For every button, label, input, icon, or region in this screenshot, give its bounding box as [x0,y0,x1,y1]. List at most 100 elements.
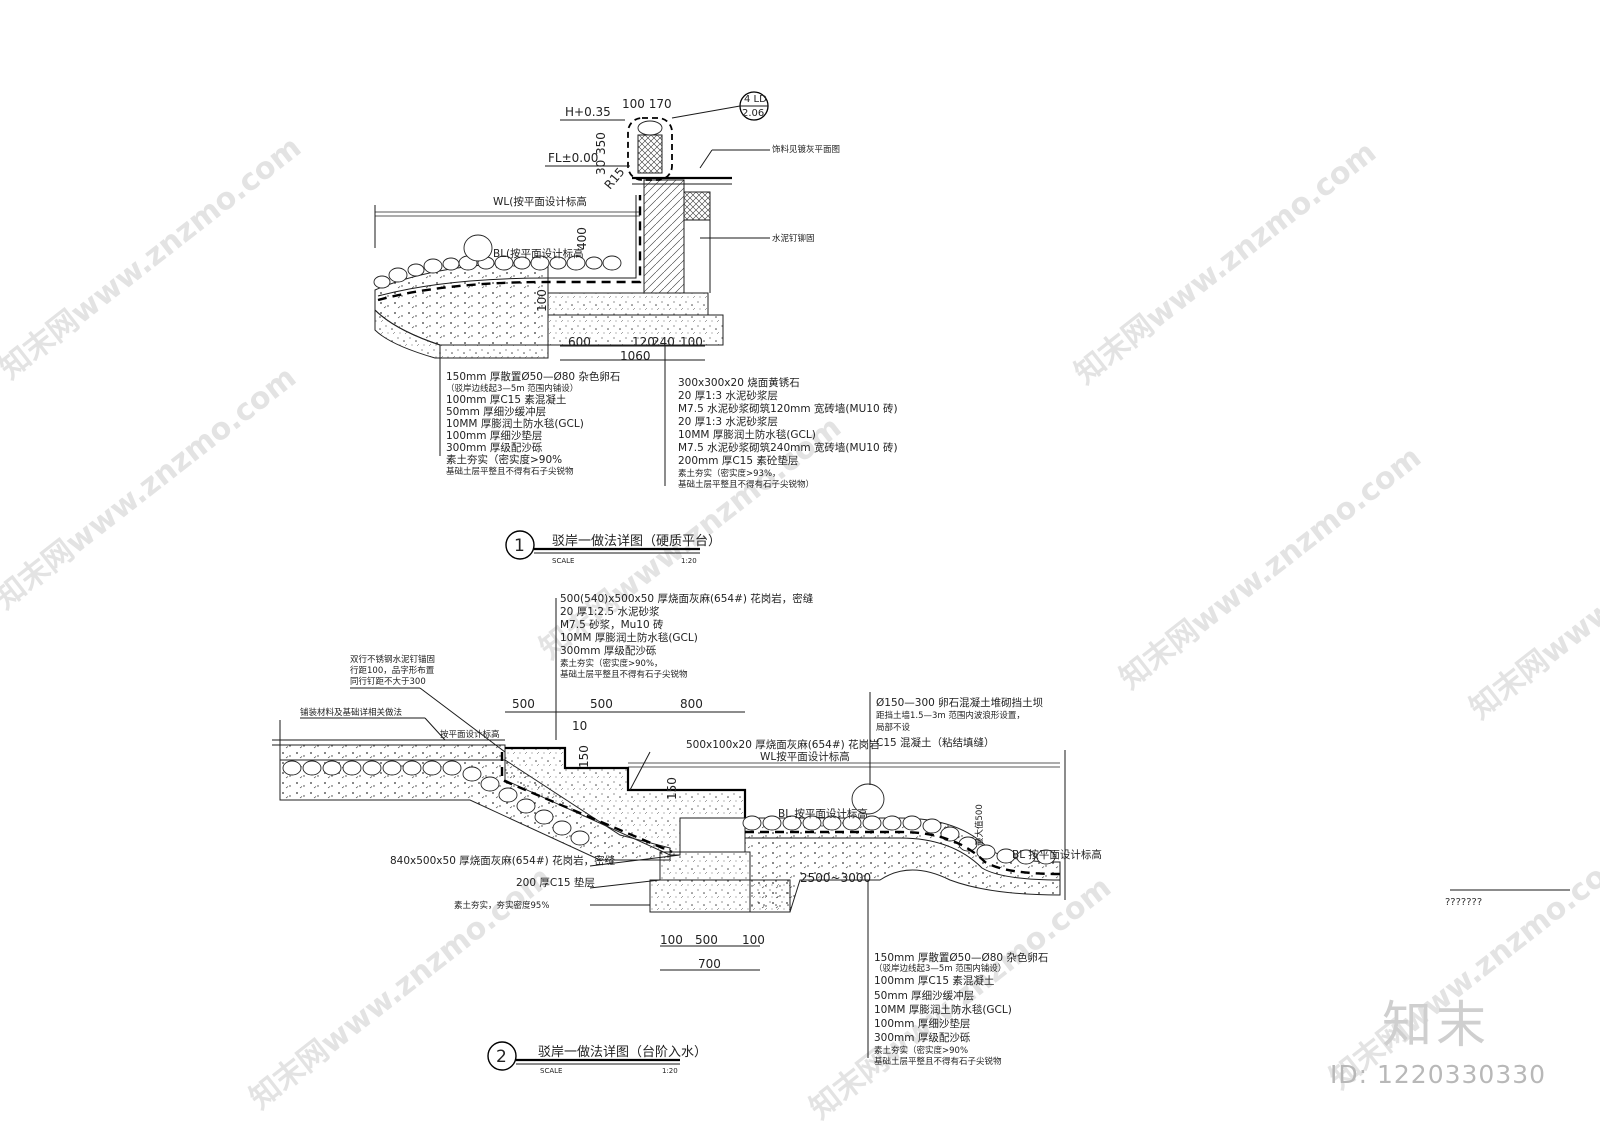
note-line: 200mm 厚C15 素砼垫层 [678,454,798,467]
c15-base-slab [547,292,709,316]
note-line: 素土夯实（密实度>90% [874,1045,968,1056]
brick-wall [643,179,685,294]
note-line: 素土夯实（密实度>90%， [560,658,663,669]
note-line: 10MM 厚膨润土防水毯(GCL) [560,631,698,644]
image-id: ID: 1220330330 [1330,1060,1547,1089]
gcl-liner [745,830,1061,876]
dim-100: 100 [535,289,549,312]
pebble-row [373,234,622,289]
note-line: M7.5 砂浆，Mu10 砖 [560,618,664,631]
mortar-layer [279,744,506,761]
detail-title: 驳岸一做法详图（硬质平台） [552,534,721,549]
bollard-post [637,134,663,174]
note-line: 按平面设计标高 [440,729,500,740]
boulder [851,783,885,815]
bottom-left-notes: 840x500x50 厚烧面灰麻(654#) 花岗岩，密缝 200 厚C15 垫… [390,854,616,911]
watermark: 知末网www.znzmo.com [1113,440,1428,697]
compacted-soil [374,308,549,359]
note-line: 300mm 厚级配沙砾 [874,1031,971,1044]
note-line: 500(540)x500x50 厚烧面灰麻(654#) 花岗岩，密缝 [560,592,814,605]
note-line: 10MM 厚膨润土防水毯(GCL) [446,417,584,430]
watermark: 知末网www.znzmo.com [1463,470,1600,727]
bottom-dim: 100 [660,933,683,947]
watermark: 知末网www.znzmo.com [0,360,303,617]
note-line: 素土夯实（密实度>93%， [678,468,781,479]
leader [424,717,446,741]
wl-label: WL按平面设计标高 [760,750,850,763]
note-line: 10MM 厚膨润土防水毯(GCL) [678,428,816,441]
dim-top: 100 170 [622,97,672,111]
range-dim: 2500~3000 [800,871,871,885]
note-line: 基础土层平整且不得有石子尖锐物 [446,466,574,477]
note-line: 100mm 厚细沙垫层 [446,429,542,442]
note-line: 双行不锈钢水泥钉锚固 [350,654,435,665]
leader [699,149,713,169]
note-line: 150mm 厚散置Ø50—Ø80 杂色卵石 [446,370,620,383]
stair-tread-line [505,746,747,818]
detail-title: 驳岸一做法详图（台阶入水） [538,1045,707,1060]
note-line: M7.5 水泥砂浆砌筑120mm 宽砖墙(MU10 砖) [678,402,898,415]
note-line: 基础土层平整且不得有石子尖锐物 [874,1056,1002,1067]
leader [671,105,741,119]
note-line: M7.5 水泥砂浆砌筑240mm 宽砖墙(MU10 砖) [678,441,898,454]
scale-label: SCALE [552,557,574,565]
left-notes: 150mm 厚散置Ø50—Ø80 杂色卵石 （驳岸边线起3—5m 范围内铺设） … [446,370,620,477]
pebble-row [282,760,590,846]
watermark-group: 知末网www.znzmo.com 知末网www.znzmo.com 知末网www… [0,130,1600,1127]
detail-number-circle [505,530,535,560]
callout-top: 饰料见镀灰平面图 [772,144,840,155]
watermark: 知末网www.znzmo.com [1068,135,1383,392]
leader [629,751,651,791]
note-line: 200 厚C15 垫层 [516,876,595,889]
small-dim: 150 [665,777,679,800]
note-line: 素土夯实（密实度>90% [446,453,562,466]
bottom-notes: 150mm 厚散置Ø50—Ø80 杂色卵石 （驳岸边线起3—5m 范围内铺设） … [874,951,1048,1067]
watermark: 知末网www.znzmo.com [1323,840,1600,1097]
note-line: 50mm 厚细沙缓冲层 [446,405,546,418]
dim-400: 400 [575,227,589,250]
liner-edge [377,195,637,297]
leader [589,854,681,867]
note-line: 距挡土墙1.5—3m 范围内波浪形设置， [876,710,1025,721]
dim-100b: 100 [680,335,703,349]
note-line: 100mm 厚细沙垫层 [874,1017,970,1030]
note-line: （驳岸边线起3—5m 范围内铺设） [874,963,1006,974]
ref-bottom: 2.06 [742,108,764,119]
top-dim: 500 [590,697,613,711]
right-notes: 300x300x20 烧面黄锈石 20 厚1:3 水泥砂浆层 M7.5 水泥砂浆… [678,376,898,490]
max-depth: 最大值500 [974,804,985,846]
detail-2-section: 500 500 800 10 150 150 100 500 100 700 2… [272,592,1102,1075]
note-line: 素土夯实，夯实密度95% [454,900,549,911]
note-line: Ø150—300 卵石混凝土堆砌挡土坝 [876,696,1043,709]
ref-top: 4 LD [744,94,767,105]
note-line: 铺装材料及基础详相关做法 [300,707,402,718]
note-line: 300mm 厚级配沙砾 [560,644,657,657]
placeholder-text: ??????? [1445,897,1483,908]
note-line: 50mm 厚细沙缓冲层 [874,989,974,1002]
c15-base-slab [547,314,724,346]
right-callouts: Ø150—300 卵石混凝土堆砌挡土坝 距挡土墙1.5—3m 范围内波浪形设置，… [876,696,1043,749]
note-line: 10MM 厚膨润土防水毯(GCL) [874,1003,1012,1016]
dim-1060: 1060 [620,349,651,363]
note-line: 20 厚1:3 水泥砂浆层 [678,389,778,402]
liner-edge [745,837,1061,881]
note-line: 基础土层平整且不得有石子尖锐物 [560,669,688,680]
note-line: 局部不设 [876,722,911,733]
fl-level-label: FL±0.00 [548,151,598,165]
top-dim: 500 [512,697,535,711]
bottom-dim: 100 [742,933,765,947]
left-callouts: 双行不锈钢水泥钉锚固 行距100，品字形布置 同行钉距不大于300 铺装材料及基… [300,654,500,740]
gcl-liner [377,195,642,302]
h-level-label: H+0.35 [565,105,611,119]
c15-foundation [659,851,751,881]
dim-240: 240 [652,335,675,349]
note-line: 同行钉距不大于300 [350,676,426,687]
boulder [463,234,493,262]
note-line: 基础土层平整且不得有石子尖锐物） [678,479,814,490]
detail-number: 2 [496,1047,507,1067]
leader [589,879,661,889]
top-dim: 800 [680,697,703,711]
scale-value: 1:20 [681,557,697,565]
dim-350: 350 [594,132,608,155]
watermark: 知末网www.znzmo.com [243,860,558,1117]
